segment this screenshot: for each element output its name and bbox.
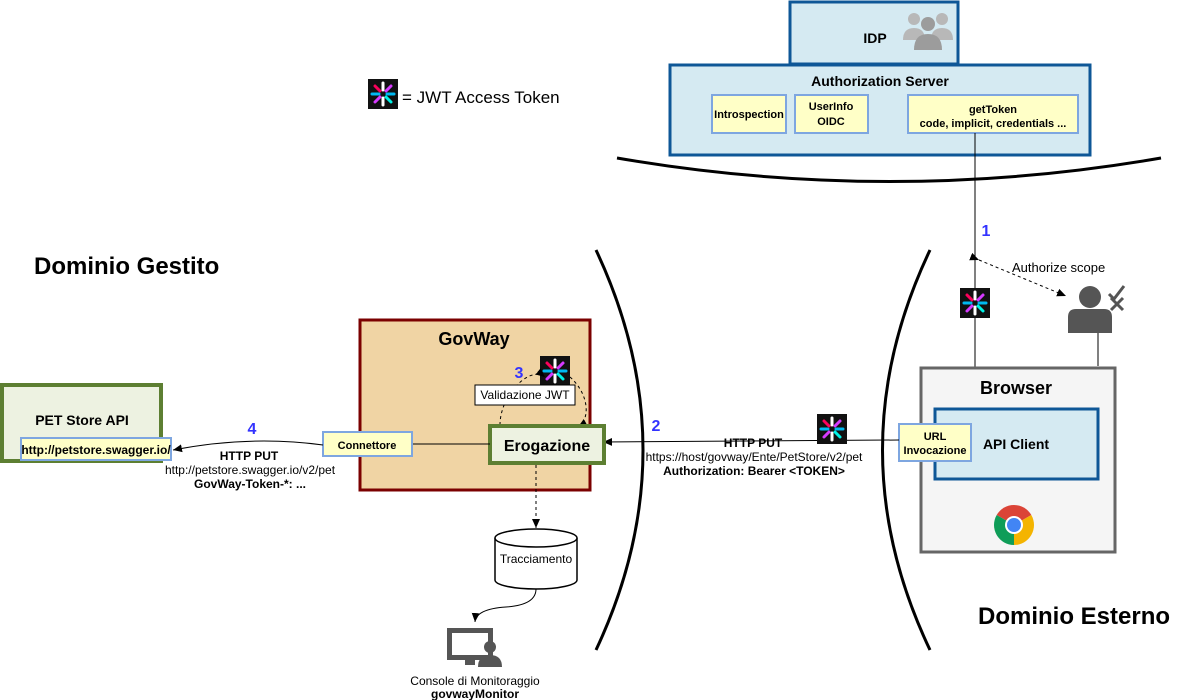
- cross-icon: [1109, 296, 1125, 312]
- managed-domain-title: Dominio Gestito: [34, 253, 219, 280]
- legend-jwt-icon: [366, 77, 400, 111]
- petstore-title: PET Store API: [35, 412, 129, 428]
- legend-label: = JWT Access Token: [402, 88, 560, 107]
- introspection-label: Introspection: [714, 109, 784, 121]
- domain-boundary-right: [881, 249, 932, 651]
- petstore-url-box[interactable]: [20, 437, 172, 461]
- gettoken-label-line1: getToken: [969, 104, 1017, 116]
- petstore-url: http://petstore.swagger.io/: [21, 443, 171, 457]
- request-in-url: https://host/govway/Ente/PetStore/v2/pet: [646, 450, 863, 464]
- monitor-icon: [447, 628, 502, 667]
- user-icon: [1068, 286, 1112, 333]
- check-icon: [1107, 285, 1126, 302]
- tracing-database: [494, 528, 578, 590]
- request-out-arrow: [172, 440, 324, 453]
- browser-title: Browser: [980, 378, 1052, 398]
- authorize-scope-label: Authorize scope: [1012, 260, 1105, 275]
- connettore-box[interactable]: [322, 431, 413, 457]
- gettoken-label-line2: code, implicit, credentials ...: [920, 118, 1067, 130]
- url-invocazione-line2: Invocazione: [904, 445, 967, 457]
- step-2-label: 2: [652, 418, 661, 435]
- userinfo-label-line1: UserInfo: [809, 101, 854, 113]
- request-in-arrow: [602, 437, 900, 446]
- external-domain-title: Dominio Esterno: [978, 603, 1170, 630]
- url-invocazione-line1: URL: [924, 431, 947, 443]
- users-icon: [903, 13, 953, 50]
- url-invocazione-box[interactable]: [898, 423, 972, 462]
- jwt-validation-label: Validazione JWT: [480, 388, 570, 402]
- userinfo-label-line2: OIDC: [817, 116, 845, 128]
- idp-label: IDP: [863, 30, 886, 46]
- step-1-label: 1: [982, 223, 991, 240]
- erogazione-label: Erogazione: [504, 438, 590, 455]
- jwt-validation-box: [474, 384, 576, 406]
- request-out-token-header: GovWay-Token-*: ...: [194, 477, 306, 491]
- govway-title: GovWay: [438, 329, 509, 349]
- tracing-label: Tracciamento: [500, 552, 573, 566]
- introspection-endpoint[interactable]: [711, 94, 787, 134]
- tracing-console-arrow: [471, 588, 537, 623]
- idp-box: [788, 0, 960, 66]
- domain-boundary-left: [594, 249, 645, 651]
- request-in-method: HTTP PUT: [724, 436, 783, 450]
- console-app-name: govwayMonitor: [431, 687, 519, 700]
- request-out-method: HTTP PUT: [220, 449, 279, 463]
- gettoken-endpoint[interactable]: [907, 94, 1079, 134]
- authorization-server-title: Authorization Server: [811, 73, 949, 89]
- step-3-jwt-icon: [538, 354, 572, 388]
- request-in-auth-header: Authorization: Bearer <TOKEN>: [663, 464, 845, 478]
- step-2-jwt-icon: [815, 412, 849, 446]
- step-4-label: 4: [248, 421, 257, 438]
- step-1-jwt-icon: [958, 286, 992, 320]
- userinfo-endpoint[interactable]: [794, 94, 869, 134]
- console-label: Console di Monitoraggio: [410, 674, 540, 688]
- authorize-scope-arrow: [969, 252, 1067, 297]
- validation-flow-right: [569, 376, 588, 428]
- chrome-icon: [994, 505, 1034, 545]
- api-client-label: API Client: [983, 436, 1049, 452]
- request-out-url: http://petstore.swagger.io/v2/pet: [165, 463, 336, 477]
- connettore-label: Connettore: [338, 440, 397, 452]
- idp-boundary: [616, 156, 1162, 183]
- step-3-label: 3: [515, 365, 524, 382]
